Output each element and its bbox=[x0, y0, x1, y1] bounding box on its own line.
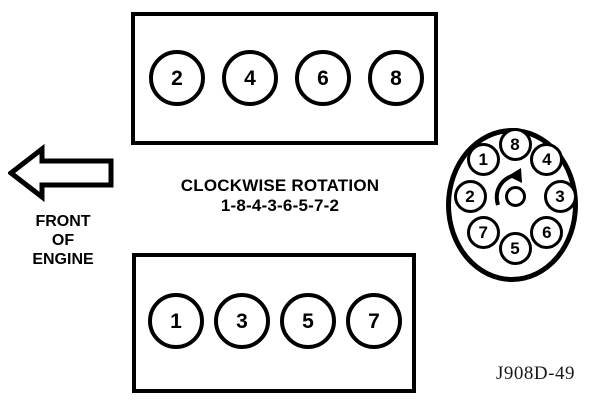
cylinder-circle: 3 bbox=[214, 293, 270, 349]
cylinder-bank-top: 2 4 6 8 bbox=[131, 12, 438, 145]
firing-order-sequence: 1-8-4-3-6-5-7-2 bbox=[220, 196, 340, 215]
distributor-terminal: 7 bbox=[466, 216, 500, 250]
cylinder-circle: 1 bbox=[148, 293, 204, 349]
distributor-terminal: 8 bbox=[498, 127, 532, 161]
cylinder-circle: 5 bbox=[280, 293, 336, 349]
clockwise-rotation-arrow-icon bbox=[494, 168, 522, 206]
front-label-line-2: OF bbox=[51, 232, 75, 249]
front-label-line-3: ENGINE bbox=[32, 251, 94, 268]
cylinder-circle: 8 bbox=[368, 50, 424, 106]
cylinder-circle: 6 bbox=[295, 50, 351, 106]
cylinder-circle: 2 bbox=[149, 50, 205, 106]
distributor-terminal: 3 bbox=[543, 179, 577, 213]
distributor-terminal: 4 bbox=[530, 142, 564, 176]
front-of-engine-arrow-icon bbox=[8, 144, 114, 202]
distributor-terminal: 1 bbox=[466, 142, 500, 176]
rotation-direction-label: CLOCKWISE ROTATION bbox=[180, 176, 380, 195]
distributor-terminal: 5 bbox=[498, 231, 532, 265]
cylinder-circle: 4 bbox=[222, 50, 278, 106]
cylinder-circle: 7 bbox=[346, 293, 402, 349]
front-of-engine-label: FRONT OF ENGINE bbox=[0, 212, 126, 269]
cylinder-row-bottom: 1 3 5 7 bbox=[148, 293, 402, 349]
distributor-cap: 8 4 3 6 5 7 2 1 bbox=[444, 126, 581, 285]
rotor-shaft-hub bbox=[504, 185, 526, 207]
reference-code: J908D-49 bbox=[496, 363, 575, 384]
cylinder-row-top: 2 4 6 8 bbox=[149, 50, 424, 106]
rotation-caption: CLOCKWISE ROTATION 1-8-4-3-6-5-7-2 bbox=[110, 176, 450, 216]
distributor-terminal: 6 bbox=[530, 216, 564, 250]
front-label-line-1: FRONT bbox=[35, 213, 91, 230]
distributor-terminal: 2 bbox=[453, 179, 487, 213]
cylinder-bank-bottom: 1 3 5 7 bbox=[132, 253, 416, 393]
